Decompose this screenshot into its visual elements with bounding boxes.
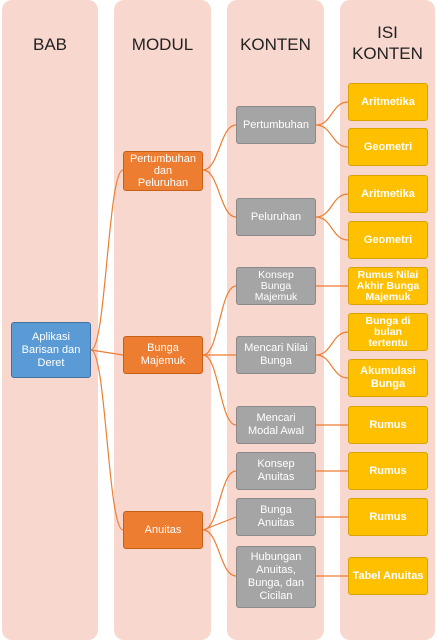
connector-modul2-konten5 (202, 354, 237, 426)
node-isi-rumus-2[interactable]: Rumus (348, 452, 428, 490)
connector-bab-modul-3 (90, 349, 124, 531)
node-isi-tabel-anuitas[interactable]: Tabel Anuitas (348, 557, 428, 595)
node-label: Mencari Nilai Bunga (244, 342, 308, 367)
node-label: Konsep Bunga Majemuk (254, 268, 298, 303)
node-konten-konsep-bunga-majemuk[interactable]: Konsep Bunga Majemuk (236, 267, 316, 305)
connector-bab-modul-1 (90, 169, 124, 351)
column-title-bab: BAB (32, 35, 68, 54)
node-isi-bunga-di-bulan-tertentu[interactable]: Bunga di bulan tertentu (348, 313, 428, 351)
node-label: Rumus (369, 510, 407, 523)
node-konten-hubungan-anuitas[interactable]: Hubungan Anuitas, Bunga, dan Cicilan (236, 546, 316, 608)
connector-modul1-konten1 (202, 124, 237, 171)
node-modul-anuitas[interactable]: Anuitas (123, 511, 203, 549)
node-bab-aplikasi-barisan-deret[interactable]: Aplikasi Barisan dan Deret (11, 322, 91, 378)
node-label: Rumus Nilai Akhir Bunga Majemuk (356, 268, 420, 303)
connector-modul3-konten6 (202, 470, 237, 531)
connector-bab-modul-2 (90, 349, 124, 356)
node-konten-konsep-anuitas[interactable]: Konsep Anuitas (236, 452, 316, 490)
connector-modul3-konten8 (202, 529, 237, 577)
node-konten-mencari-nilai-bunga[interactable]: Mencari Nilai Bunga (236, 336, 316, 374)
node-label: Anuitas (144, 523, 182, 536)
column-title-modul: MODUL (131, 35, 194, 54)
node-label: Aritmetika (361, 187, 415, 200)
connector-modul1-konten2 (202, 169, 237, 218)
column-title-konten: KONTEN (240, 35, 311, 54)
node-modul-pertumbuhan-peluruhan[interactable]: Pertumbuhan dan Peluruhan (123, 151, 203, 191)
column-bab: BAB (2, 0, 98, 640)
node-label: Pertumbuhan (242, 118, 310, 131)
node-label: Bunga Anuitas (257, 504, 295, 529)
node-konten-pertumbuhan[interactable]: Pertumbuhan (236, 106, 316, 144)
node-label: Mencari Modal Awal (247, 412, 305, 437)
connector-konten4-isi6 (315, 331, 349, 356)
node-isi-aritmetika-1[interactable]: Aritmetika (348, 83, 428, 121)
connector-konten2-isi4 (315, 216, 349, 241)
node-isi-rumus-nilai-akhir[interactable]: Rumus Nilai Akhir Bunga Majemuk (348, 267, 428, 305)
node-isi-rumus-3[interactable]: Rumus (348, 498, 428, 536)
node-label: Bunga di bulan tertentu (365, 314, 411, 349)
node-label: Geometri (363, 233, 413, 246)
node-isi-geometri-1[interactable]: Geometri (348, 128, 428, 166)
connector-konten1-isi1 (315, 101, 349, 126)
connector-modul2-konten3 (202, 285, 237, 356)
node-isi-aritmetika-2[interactable]: Aritmetika (348, 175, 428, 213)
column-title-isi-konten: ISI KONTEN (352, 23, 423, 63)
node-modul-bunga-majemuk[interactable]: Bunga Majemuk (123, 336, 203, 374)
node-label: Aplikasi Barisan dan Deret (21, 330, 81, 369)
node-label: Aritmetika (361, 95, 415, 108)
node-label: Hubungan Anuitas, Bunga, dan Cicilan (247, 551, 305, 602)
node-label: Akumulasi Bunga (360, 365, 416, 390)
node-isi-akumulasi-bunga[interactable]: Akumulasi Bunga (348, 359, 428, 397)
connector-konten1-isi2 (315, 124, 349, 148)
connector-konten2-isi3 (315, 193, 349, 218)
node-isi-rumus-1[interactable]: Rumus (348, 406, 428, 444)
node-konten-mencari-modal-awal[interactable]: Mencari Modal Awal (236, 406, 316, 444)
node-isi-geometri-2[interactable]: Geometri (348, 221, 428, 259)
node-label: Bunga Majemuk (140, 342, 186, 367)
node-label: Geometri (363, 140, 413, 153)
connector-modul3-konten7 (202, 516, 237, 531)
node-label: Rumus (369, 418, 407, 431)
node-konten-bunga-anuitas[interactable]: Bunga Anuitas (236, 498, 316, 536)
connector-konten4-isi7 (315, 354, 349, 379)
node-label: Peluruhan (250, 210, 302, 223)
node-konten-peluruhan[interactable]: Peluruhan (236, 198, 316, 236)
node-label: Konsep Anuitas (257, 458, 295, 483)
node-label: Pertumbuhan dan Peluruhan (129, 153, 197, 189)
node-label: Rumus (369, 464, 407, 477)
node-label: Tabel Anuitas (352, 569, 424, 582)
